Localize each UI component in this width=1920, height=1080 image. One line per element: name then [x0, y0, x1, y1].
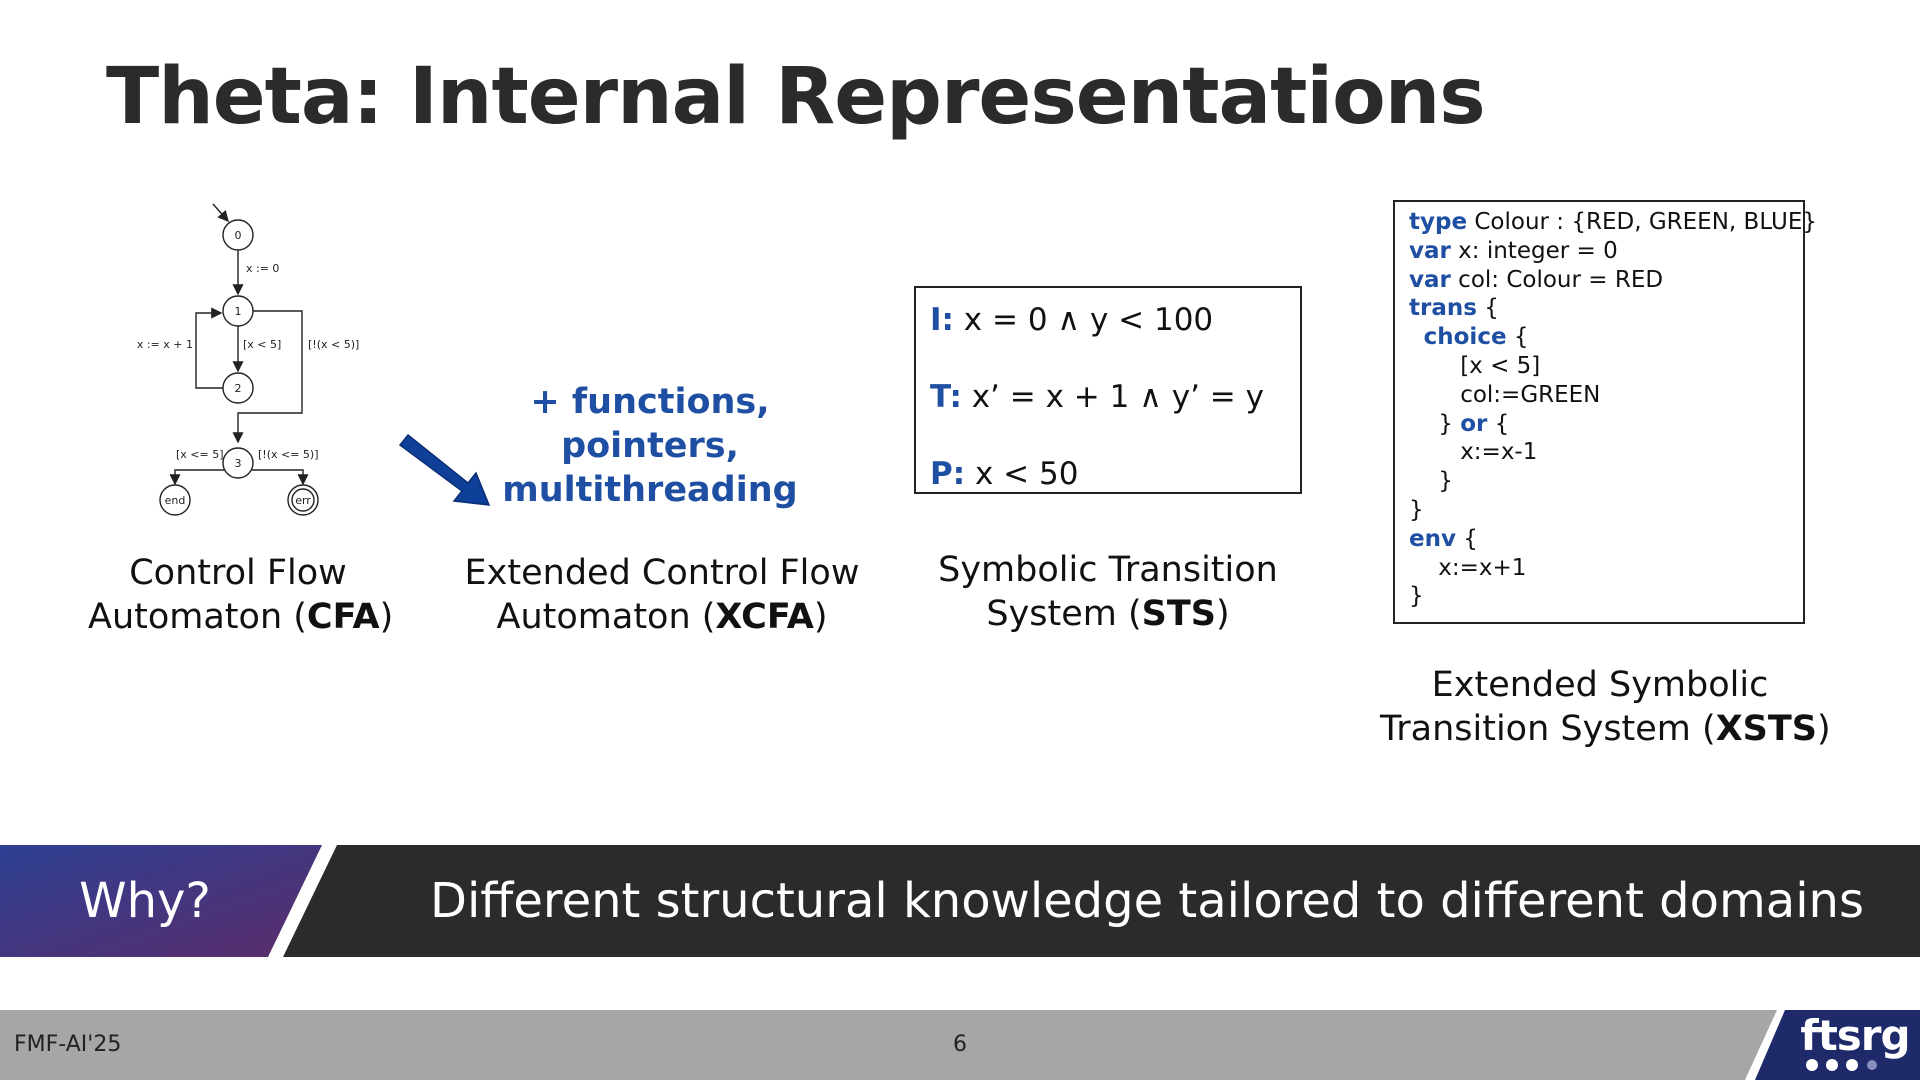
xsts-caption-suffix: )	[1816, 709, 1831, 749]
xsts-code-line: }	[1409, 467, 1789, 496]
xsts-code-text: }	[1438, 468, 1453, 495]
xsts-code-text: }	[1409, 583, 1424, 610]
xsts-code-line: env {	[1409, 525, 1789, 554]
xsts-code-line: }	[1409, 496, 1789, 525]
xsts-code-line: type Colour : {RED, GREEN, BLUE}	[1409, 208, 1817, 237]
xsts-caption-abbr: XSTS	[1715, 709, 1817, 749]
xcfa-extension-line2: multithreading	[502, 470, 798, 510]
sts-property-line: P: x < 50	[930, 448, 1286, 525]
xsts-code-line: trans {	[1409, 294, 1789, 323]
xsts-caption-prefix: Transition System (	[1380, 709, 1716, 749]
cfa-node-3: 3	[235, 457, 242, 470]
sts-caption-line2: System (STS)	[918, 592, 1298, 636]
cfa-caption-line1: Control Flow	[129, 553, 347, 593]
xsts-code-text: x:=x-1	[1460, 439, 1538, 466]
sts-caption-line1: Symbolic Transition	[938, 550, 1278, 590]
sts-transition-formula: x’ = x + 1 ∧ y’ = y	[961, 379, 1264, 415]
xsts-code-line: var x: integer = 0	[1409, 237, 1789, 266]
xcfa-arrow-icon	[398, 433, 491, 506]
xcfa-caption-abbr: XCFA	[715, 597, 814, 637]
page-number: 6	[953, 1032, 967, 1057]
xsts-code-line: x:=x-1	[1409, 438, 1789, 467]
xsts-code-text: }	[1409, 496, 1424, 523]
xsts-code-text: Colour : {RED, GREEN, BLUE}	[1467, 209, 1817, 235]
xsts-keyword: env	[1409, 525, 1456, 552]
why-statement: Different structural knowledge tailored …	[430, 873, 1864, 929]
xsts-keyword: var	[1409, 237, 1451, 264]
cfa-edge-init: x := 0	[246, 262, 279, 275]
cfa-caption-suffix: )	[379, 597, 394, 637]
ftsrg-logo-text: ftsrg	[1800, 1011, 1910, 1060]
xsts-code-line: } or {	[1409, 410, 1789, 439]
cfa-edge-guard-le: [x <= 5]	[176, 448, 224, 461]
cfa-caption-prefix: Automaton (	[88, 597, 307, 637]
why-label: Why?	[79, 873, 211, 929]
cfa-node-end: end	[165, 494, 186, 507]
sts-transition-line: T: x’ = x + 1 ∧ y’ = y	[930, 371, 1286, 448]
cfa-node-err: err	[295, 494, 311, 507]
xsts-code-line: }	[1409, 582, 1789, 611]
xsts-code-text: }	[1438, 410, 1461, 437]
cfa-edge-guard-lt: [x < 5]	[243, 338, 281, 351]
sts-transition-label: T:	[930, 379, 962, 415]
xsts-code-text: [x < 5]	[1460, 352, 1541, 379]
cfa-edge-increment: x := x + 1	[137, 338, 193, 351]
xcfa-caption-line1: Extended Control Flow	[464, 553, 860, 593]
footer-event: FMF-AI'25	[14, 1032, 122, 1057]
cfa-caption-abbr: CFA	[306, 597, 380, 637]
xsts-code-text: {	[1455, 525, 1478, 552]
xsts-code-text: x:=x+1	[1438, 554, 1527, 581]
cfa-caption: Control Flow Automaton (CFA)	[88, 551, 393, 639]
xsts-code-text: {	[1487, 410, 1510, 437]
sts-caption-abbr: STS	[1141, 594, 1216, 634]
sts-initial-label: I:	[930, 302, 954, 338]
cfa-caption-line2: Automaton (CFA)	[88, 595, 393, 639]
xcfa-caption-prefix: Automaton (	[496, 597, 716, 637]
why-label-background	[0, 845, 337, 957]
xsts-keyword: type	[1409, 209, 1468, 235]
xcfa-extension-line1: + functions, pointers,	[530, 382, 770, 466]
sts-caption-suffix: )	[1215, 594, 1230, 634]
xsts-code-box: type Colour : {RED, GREEN, BLUE} var x: …	[1393, 200, 1817, 624]
xsts-caption-line1: Extended Symbolic	[1431, 665, 1769, 705]
cfa-node-2: 2	[235, 382, 242, 395]
sts-property-label: P:	[930, 456, 966, 492]
xsts-keyword: choice	[1423, 324, 1507, 351]
xsts-code-line: x:=x+1	[1409, 554, 1789, 583]
sts-caption-prefix: System (	[986, 594, 1142, 634]
xcfa-extension-text: + functions, pointers, multithreading	[440, 380, 860, 512]
sts-initial-line: I: x = 0 ∧ y < 100	[930, 294, 1286, 371]
xsts-code-text: {	[1506, 324, 1529, 351]
xsts-code-line: col:=GREEN	[1409, 381, 1789, 410]
xsts-code-line: [x < 5]	[1409, 352, 1789, 381]
xsts-keyword: var	[1409, 266, 1451, 293]
xcfa-caption: Extended Control Flow Automaton (XCFA)	[462, 551, 862, 639]
ftsrg-logo-icon	[1745, 1010, 1920, 1080]
slide-title: Theta: Internal Representations	[106, 52, 1486, 142]
xsts-caption-line2: Transition System (XSTS)	[1380, 707, 1831, 751]
cfa-diagram: 0 1 2 3 end err x := 0 x := x + 1 [x < 5…	[137, 203, 359, 516]
cfa-edge-guard-not-le: [!(x <= 5)]	[258, 448, 319, 461]
xcfa-caption-suffix: )	[813, 597, 828, 637]
xsts-keyword: or	[1460, 410, 1488, 437]
sts-property-formula: x < 50	[965, 456, 1079, 492]
xsts-code-text: x: integer = 0	[1450, 237, 1618, 264]
xsts-code-line: var col: Colour = RED	[1409, 266, 1789, 295]
xsts-code-line: choice {	[1409, 323, 1789, 352]
cfa-node-1: 1	[235, 305, 242, 318]
footer-bar	[0, 1010, 1920, 1080]
xsts-code-text: {	[1476, 295, 1499, 322]
sts-caption: Symbolic Transition System (STS)	[918, 548, 1298, 636]
xsts-code-text: col: Colour = RED	[1450, 266, 1664, 293]
cfa-edge-guard-not-lt: [!(x < 5)]	[308, 338, 359, 351]
xsts-keyword: trans	[1409, 295, 1477, 322]
cfa-node-0: 0	[235, 229, 242, 242]
xsts-code-text: col:=GREEN	[1460, 381, 1601, 408]
xsts-caption: Extended Symbolic Transition System (XST…	[1380, 663, 1831, 751]
xcfa-caption-line2: Automaton (XCFA)	[462, 595, 862, 639]
sts-initial-formula: x = 0 ∧ y < 100	[953, 302, 1214, 338]
sts-formula-box: I: x = 0 ∧ y < 100 T: x’ = x + 1 ∧ y’ = …	[914, 286, 1302, 494]
